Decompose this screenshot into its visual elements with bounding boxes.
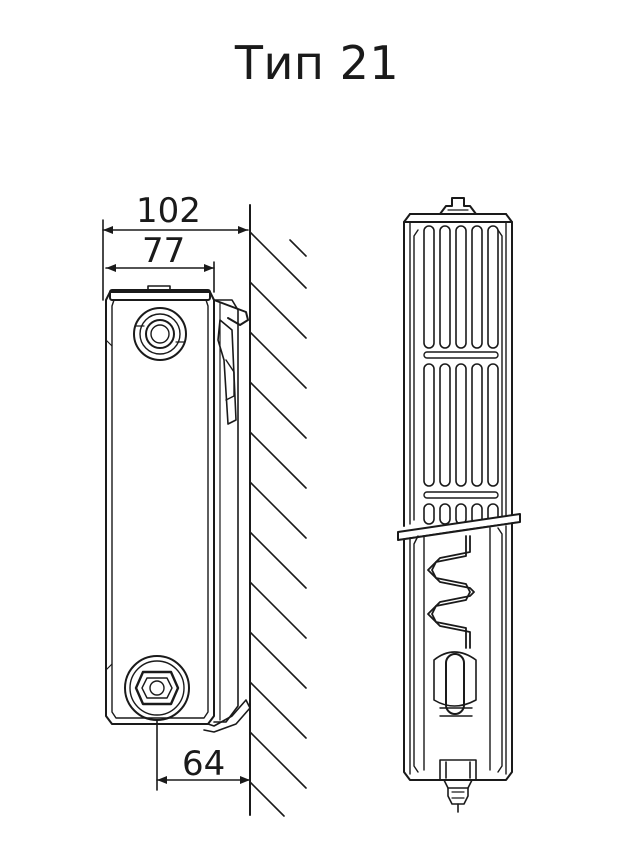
grille-slots-middle <box>423 363 499 487</box>
radiator-front-view <box>397 197 521 813</box>
panel-outline <box>105 291 215 725</box>
grille-slots-upper <box>423 225 499 349</box>
top-grille <box>109 289 211 301</box>
dimension-lines <box>102 219 251 784</box>
upper-bracket <box>213 299 249 326</box>
dimension-panel-depth: 77 <box>142 231 185 271</box>
convector-fins-zigzag <box>427 535 475 649</box>
panel-inner-outline <box>111 299 209 719</box>
wall-hatching <box>249 231 307 817</box>
radiator-side-view <box>105 285 251 791</box>
diagram-title: Тип 21 <box>234 36 400 90</box>
lower-connection-icon <box>124 655 190 791</box>
dimension-pipe-offset: 64 <box>182 744 225 784</box>
dimension-overall-depth: 102 <box>136 191 201 231</box>
top-plug-icon <box>439 197 477 215</box>
lower-bracket <box>203 699 251 733</box>
bottom-connection-icon <box>433 651 477 717</box>
upper-connection-icon <box>133 285 187 361</box>
convector-fins <box>213 299 239 723</box>
bottom-valve-icon <box>439 759 477 813</box>
wall <box>249 204 307 817</box>
